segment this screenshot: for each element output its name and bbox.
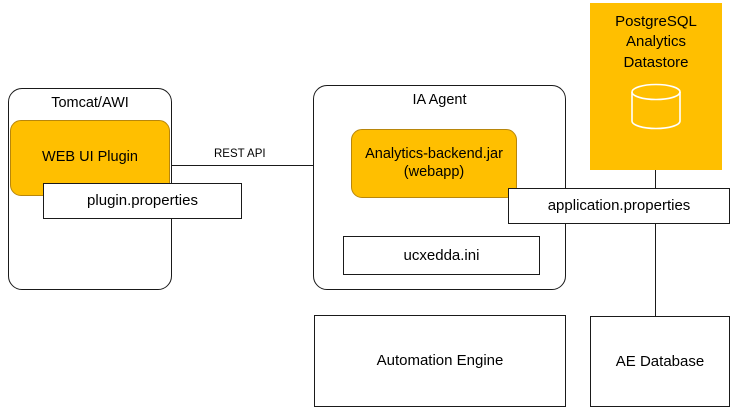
system-automation-engine[interactable]: Automation Engine [314, 315, 566, 407]
datastore-postgresql-analytics[interactable]: PostgreSQL Analytics Datastore [590, 3, 722, 170]
datastore-title-line3: Datastore [623, 53, 689, 71]
connector-datastore-to-ae-database [655, 169, 657, 316]
file-ucxedda-ini[interactable]: ucxedda.ini [343, 236, 540, 275]
file-application-properties-label: application.properties [547, 197, 691, 214]
file-ucxedda-ini-label: ucxedda.ini [403, 246, 480, 264]
datastore-title: PostgreSQL Analytics Datastore [615, 12, 697, 73]
file-plugin-properties-label: plugin.properties [87, 192, 198, 209]
system-ae-database[interactable]: AE Database [590, 316, 730, 407]
datastore-title-line1: PostgreSQL [615, 13, 697, 30]
component-analytics-backend-jar-label-line2: (webapp) [403, 163, 465, 180]
file-plugin-properties[interactable]: plugin.properties [43, 183, 242, 219]
edge-label-rest-api: REST API [214, 148, 266, 160]
system-automation-engine-label: Automation Engine [376, 352, 504, 369]
component-analytics-backend-jar[interactable]: Analytics-backend.jar (webapp) [351, 129, 517, 198]
component-web-ui-plugin-label: WEB UI Plugin [42, 149, 138, 166]
container-tomcat-awi-label: Tomcat/AWI [51, 95, 129, 111]
system-ae-database-label: AE Database [615, 352, 705, 370]
database-cylinder-icon [630, 83, 682, 131]
connector-rest-api [170, 165, 315, 167]
datastore-title-line2: Analytics [625, 33, 687, 51]
container-ia-agent-label: IA Agent [412, 92, 467, 108]
file-application-properties[interactable]: application.properties [508, 188, 730, 224]
component-analytics-backend-jar-label-line1: Analytics-backend.jar [365, 146, 503, 163]
